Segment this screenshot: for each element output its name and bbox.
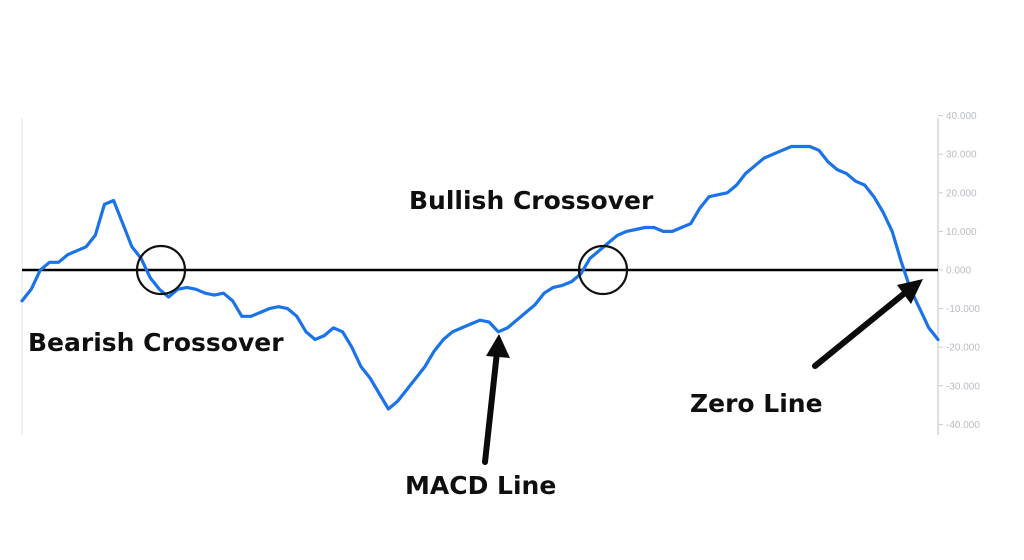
macd-line-arrow-head bbox=[486, 334, 510, 358]
macd-line-series bbox=[20, 144, 940, 411]
macd-line-arrow-shaft bbox=[482, 349, 500, 465]
y-tick-label: 10.000 bbox=[946, 227, 977, 238]
y-tick-label: 40.000 bbox=[946, 111, 977, 122]
bullish-crossover-label: Bullish Crossover bbox=[409, 186, 654, 215]
y-tick-label: 20.000 bbox=[946, 188, 977, 199]
bullish-crossover-circle bbox=[577, 244, 629, 296]
bearish-crossover-circle bbox=[135, 244, 187, 296]
annotation-arrows bbox=[482, 279, 923, 465]
annotation-labels: Bearish Crossover Bullish Crossover MACD… bbox=[28, 186, 823, 500]
y-tick-label: -30.000 bbox=[946, 381, 980, 392]
crossover-markers bbox=[135, 244, 629, 296]
plot-area: 40.000 30.000 20.000 10.000 0.000 -10.000 -20.… bbox=[20, 111, 980, 435]
y-tick-label: -10.000 bbox=[946, 304, 980, 315]
zero-line-label: Zero Line bbox=[690, 389, 823, 418]
y-tick-label: 0.000 bbox=[946, 266, 971, 277]
zero-line-arrow-head bbox=[897, 279, 923, 304]
macd-line-label: MACD Line bbox=[405, 471, 556, 500]
zero-line-arrow-shaft bbox=[812, 289, 909, 369]
y-tick-label: 30.000 bbox=[946, 150, 977, 161]
y-tick-label: -40.000 bbox=[946, 420, 980, 431]
bearish-crossover-label: Bearish Crossover bbox=[28, 328, 284, 357]
y-axis-ticks: 40.000 30.000 20.000 10.000 0.000 -10.000 -20.… bbox=[938, 111, 980, 431]
y-tick-label: -20.000 bbox=[946, 343, 980, 354]
